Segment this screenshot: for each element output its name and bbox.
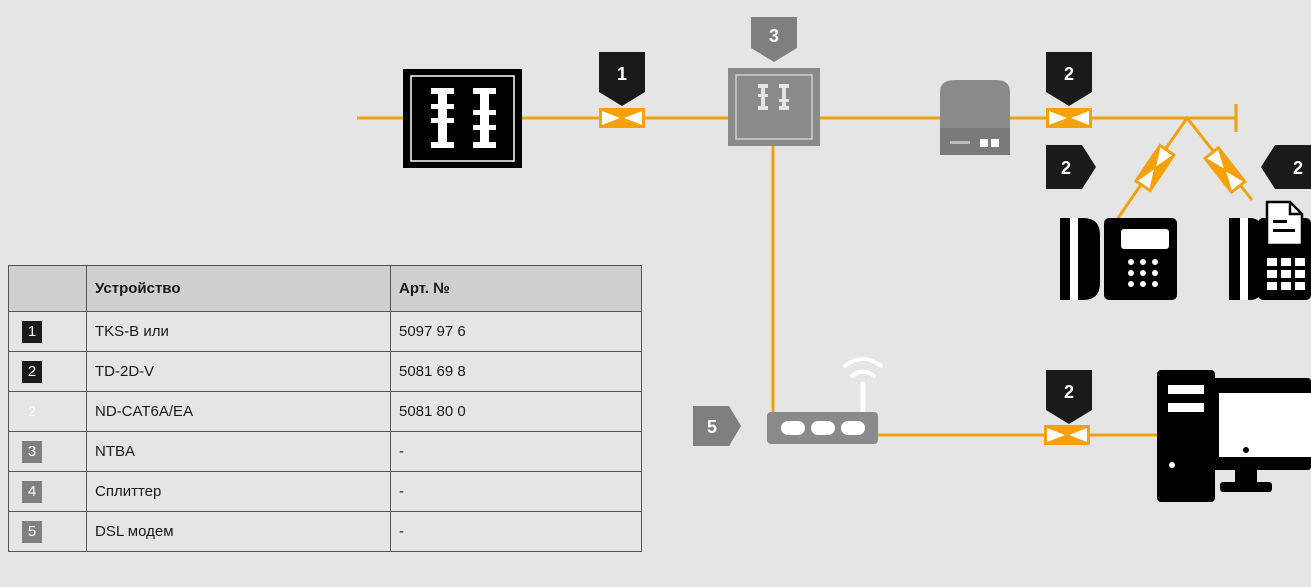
ntba-box-icon [728, 68, 820, 146]
cable-connector-icon [1202, 145, 1248, 195]
row-number-badge: 4 [22, 480, 42, 503]
col-header-art: Арт. № [390, 265, 642, 312]
splitter-box-icon [940, 80, 1010, 155]
device-cell: DSL модем [86, 511, 391, 552]
device-cell: ND-CAT6A/EA [86, 391, 391, 432]
art-cell: - [390, 471, 642, 512]
badge-2-right-label: 2 [1293, 158, 1303, 178]
cable-connector-icon [1044, 425, 1090, 445]
row-number-badge: 3 [22, 440, 42, 463]
badge-2-pc: 2 [1046, 370, 1092, 424]
device-cell: Сплиттер [86, 471, 391, 512]
art-cell: - [390, 511, 642, 552]
table-row: 5 DSL модем - [8, 511, 642, 552]
badge-2-top-label: 2 [1064, 64, 1074, 84]
device-cell: TKS-B или [86, 311, 391, 352]
cable-connector-icon [1133, 143, 1177, 193]
art-cell: 5097 97 6 [390, 311, 642, 352]
device-table: Устройство Арт. № 1 TKS-B или 5097 97 6 … [8, 265, 642, 552]
badge-2-right: 2 [1261, 145, 1311, 189]
desktop-computer-icon [1157, 370, 1311, 502]
table-row: 2 ND-CAT6A/EA 5081 80 0 [8, 391, 642, 432]
table-row: 4 Сплиттер - [8, 471, 642, 512]
row-number-badge: 5 [22, 520, 42, 543]
badge-1-label: 1 [617, 64, 627, 84]
art-cell: 5081 69 8 [390, 351, 642, 392]
row-number-badge: 1 [22, 320, 42, 343]
row-number-badge: 2 [27, 402, 37, 420]
badge-3-label: 3 [769, 26, 779, 46]
badge-2-top: 2 [1046, 52, 1092, 106]
row-number-badge: 2 [22, 360, 42, 383]
badge-2-left: 2 [1046, 145, 1096, 189]
table-row: 2 TD-2D-V 5081 69 8 [8, 351, 642, 392]
table-row: 1 TKS-B или 5097 97 6 [8, 311, 642, 352]
badge-5-label: 5 [707, 417, 717, 437]
device-cell: TD-2D-V [86, 351, 391, 392]
tae-socket-icon [403, 69, 522, 168]
wifi-icon [843, 357, 883, 378]
dsl-modem-icon [767, 412, 878, 444]
badge-2-left-label: 2 [1061, 158, 1071, 178]
table-row: 3 NTBA - [8, 431, 642, 472]
badge-5: 5 [693, 406, 741, 446]
device-cell: NTBA [86, 431, 391, 472]
cable-connector-icon [599, 108, 645, 128]
col-header-num [8, 265, 87, 312]
art-cell: 5081 80 0 [390, 391, 642, 432]
badge-2-pc-label: 2 [1064, 382, 1074, 402]
desk-phone-icon [1060, 218, 1177, 300]
col-header-device: Устройство [86, 265, 391, 312]
art-cell: - [390, 431, 642, 472]
table-header-row: Устройство Арт. № [8, 265, 642, 312]
badge-3: 3 [751, 17, 797, 62]
fax-phone-icon [1229, 200, 1311, 300]
badge-1: 1 [599, 52, 645, 106]
cable-connector-icon [1046, 108, 1092, 128]
